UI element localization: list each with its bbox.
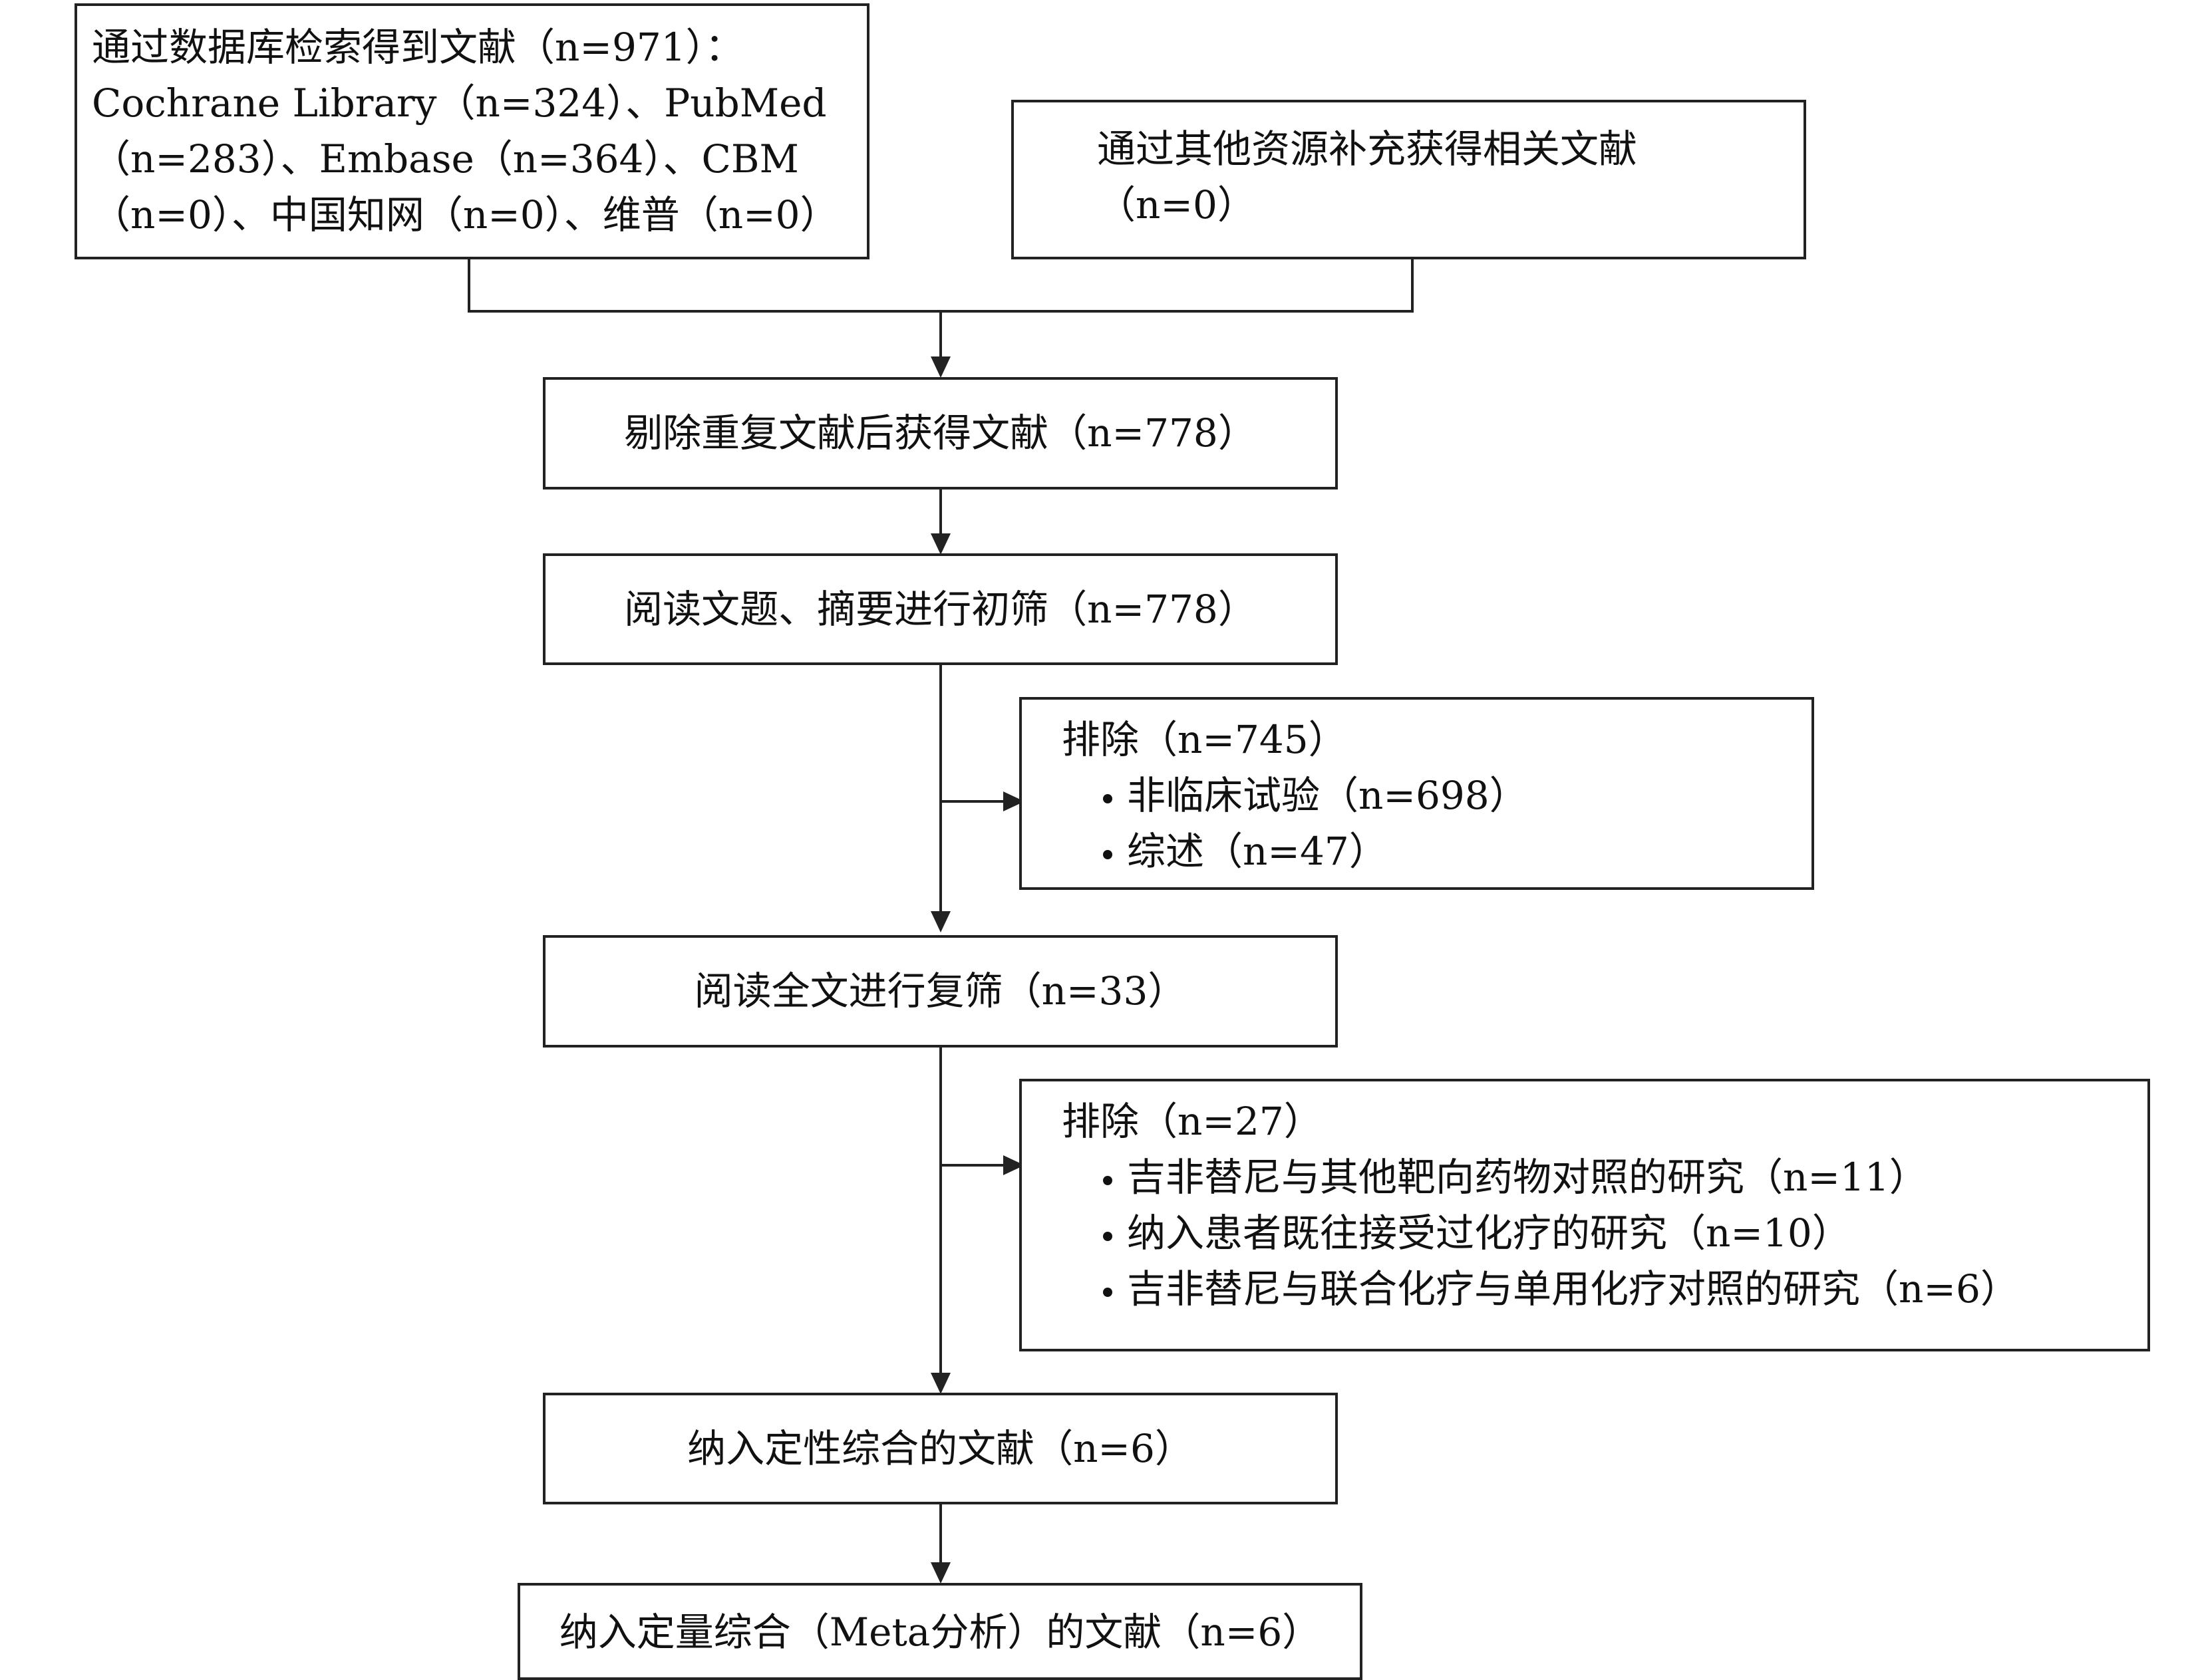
arrow-to-screening (931, 533, 951, 555)
exclusion-1-item-text: 非临床试验（n=698） (1127, 773, 1528, 818)
database-search-line-4: （n=0）、中国知网（n=0）、维普（n=0） (92, 192, 839, 237)
exclusion-1-title: 排除（n=745） (1062, 717, 1347, 762)
database-search-line-3: （n=283）、Embase（n=364）、CBM (92, 136, 799, 182)
exclusion-1-item: 综述（n=47） (1103, 823, 1388, 879)
connector-db-down (468, 259, 470, 313)
bullet-icon (1103, 1231, 1112, 1241)
other-sources-box: 通过其他资源补充获得相关文献 （n=0） (1011, 100, 1806, 259)
exclusion-2-item: 吉非替尼与联合化疗与单用化疗对照的研究（n=6） (1103, 1261, 2019, 1317)
database-search-line-1: 通过数据库检索得到文献（n=971）： (92, 25, 744, 70)
connector-fulltext-down (939, 1048, 942, 1389)
connector-exclude1-branch (939, 800, 1013, 803)
connector-qualitative-down (939, 1504, 942, 1567)
exclusion-box-2: 排除（n=27） 吉非替尼与其他靶向药物对照的研究（n=11） 纳入患者既往接受… (1019, 1079, 2150, 1351)
connector-screening-down (939, 665, 942, 924)
fulltext-box: 阅读全文进行复筛（n=33） (543, 935, 1338, 1048)
connector-other-down (1411, 259, 1414, 313)
exclusion-1-item-text: 综述（n=47） (1127, 829, 1388, 874)
bullet-icon (1103, 849, 1112, 859)
database-search-line-2: Cochrane Library（n=324）、PubMed (92, 80, 827, 126)
connector-dedup-down (939, 490, 942, 549)
qualitative-synthesis-text: 纳入定性综合的文献（n=6） (687, 1426, 1193, 1471)
arrow-to-fulltext (931, 911, 951, 932)
exclusion-2-item-text: 吉非替尼与联合化疗与单用化疗对照的研究（n=6） (1127, 1266, 2019, 1312)
screening-box: 阅读文题、摘要进行初筛（n=778） (543, 553, 1338, 665)
exclusion-1-item: 非临床试验（n=698） (1103, 768, 1528, 823)
quantitative-synthesis-box: 纳入定量综合（Meta分析）的文献（n=6） (518, 1583, 1362, 1680)
bullet-icon (1103, 1287, 1112, 1297)
other-sources-line-2: （n=0） (1097, 182, 1256, 227)
fulltext-text: 阅读全文进行复筛（n=33） (694, 968, 1187, 1014)
bullet-icon (1103, 1175, 1112, 1185)
dedup-text: 剔除重复文献后获得文献（n=778） (624, 410, 1257, 456)
other-sources-line-1: 通过其他资源补充获得相关文献 (1097, 126, 1638, 172)
connector-exclude2-branch (939, 1164, 1013, 1167)
arrow-to-quantitative (931, 1562, 951, 1584)
arrow-to-qualitative (931, 1373, 951, 1394)
exclusion-box-1: 排除（n=745） 非临床试验（n=698） 综述（n=47） (1019, 697, 1814, 890)
arrow-to-dedup (931, 356, 951, 378)
qualitative-synthesis-box: 纳入定性综合的文献（n=6） (543, 1393, 1338, 1504)
database-search-box: 通过数据库检索得到文献（n=971）： Cochrane Library（n=3… (75, 3, 869, 259)
bullet-icon (1103, 793, 1112, 803)
exclusion-2-item-text: 纳入患者既往接受过化疗的研究（n=10） (1127, 1210, 1851, 1256)
exclusion-2-item: 纳入患者既往接受过化疗的研究（n=10） (1103, 1205, 1851, 1261)
exclusion-2-item: 吉非替尼与其他靶向药物对照的研究（n=11） (1103, 1149, 1928, 1205)
exclusion-2-item-text: 吉非替尼与其他靶向药物对照的研究（n=11） (1127, 1155, 1928, 1200)
screening-text: 阅读文题、摘要进行初筛（n=778） (624, 587, 1257, 632)
quantitative-synthesis-text: 纳入定量综合（Meta分析）的文献（n=6） (559, 1610, 1321, 1655)
connector-merge-down (939, 310, 942, 372)
exclusion-2-title: 排除（n=27） (1062, 1099, 1323, 1144)
dedup-box: 剔除重复文献后获得文献（n=778） (543, 377, 1338, 490)
